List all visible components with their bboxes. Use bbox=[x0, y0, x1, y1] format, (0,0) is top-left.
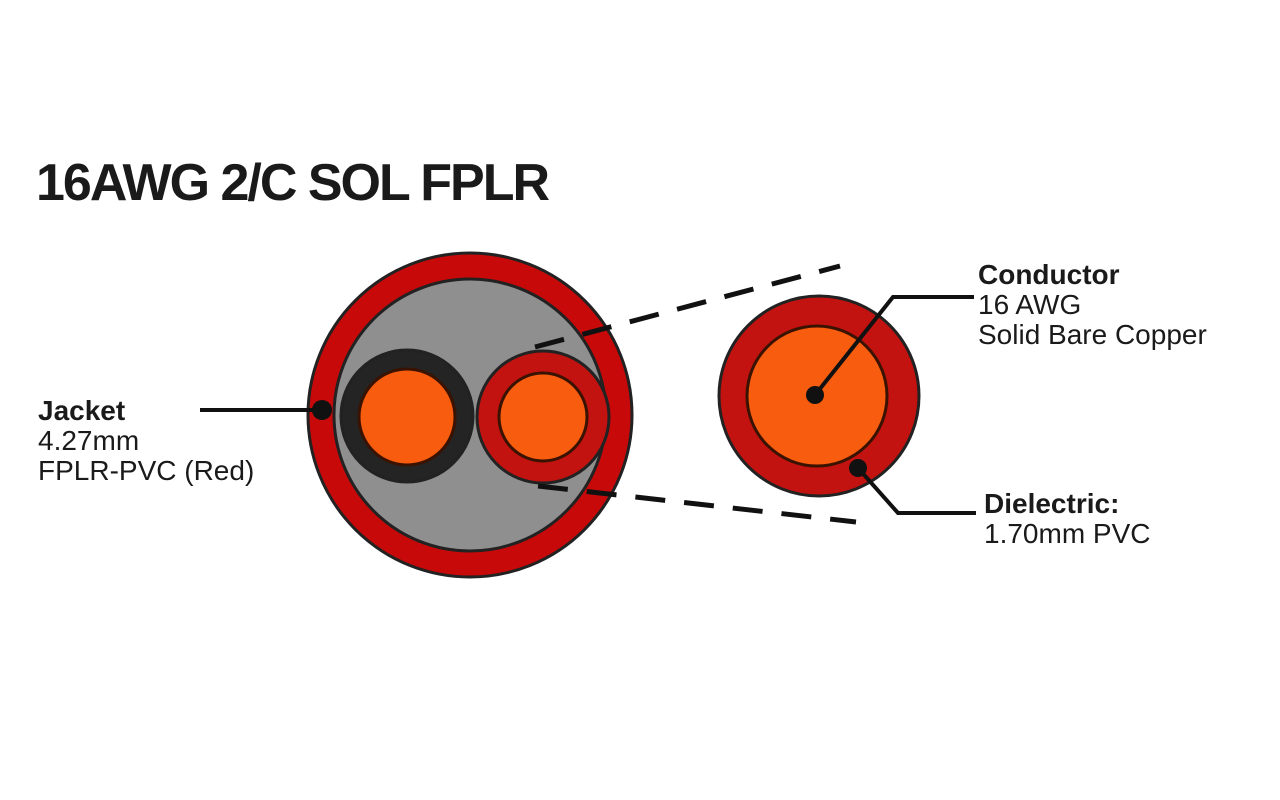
conductor-label-gauge: 16 AWG bbox=[978, 289, 1082, 320]
conductor-anchor-dot bbox=[806, 386, 824, 404]
conductor-label-name: Conductor bbox=[978, 259, 1120, 290]
jacket-callout bbox=[200, 400, 332, 420]
conductor-right bbox=[475, 349, 611, 485]
conductor-leader-line bbox=[813, 295, 974, 397]
zoom-guide-bottom bbox=[537, 483, 857, 525]
page-title: 16AWG 2/C SOL FPLR bbox=[36, 154, 550, 212]
conductor-left-core bbox=[357, 367, 457, 467]
conductor-callout bbox=[806, 295, 974, 404]
jacket-label-name: Jacket bbox=[38, 395, 126, 426]
cable-cross-section bbox=[306, 251, 634, 579]
dielectric-leader-line bbox=[856, 466, 976, 515]
dielectric-label-spec: 1.70mm PVC bbox=[984, 518, 1151, 549]
jacket-label-size: 4.27mm bbox=[38, 425, 140, 456]
jacket-label-material: FPLR-PVC (Red) bbox=[38, 455, 255, 486]
dielectric-callout bbox=[849, 459, 976, 515]
conductor-label: Conductor 16 AWG Solid Bare Copper bbox=[978, 260, 1207, 350]
zoom-guide-top bbox=[534, 263, 841, 350]
conductor-left bbox=[339, 348, 475, 484]
dielectric-anchor-dot bbox=[849, 459, 867, 477]
dielectric-label: Dielectric: 1.70mm PVC bbox=[984, 489, 1151, 549]
dielectric-label-name: Dielectric: bbox=[984, 488, 1120, 519]
conductor-label-material: Solid Bare Copper bbox=[978, 319, 1207, 350]
jacket-anchor-dot bbox=[312, 400, 332, 420]
conductor-right-core bbox=[497, 371, 589, 463]
jacket-label: Jacket 4.27mm FPLR-PVC (Red) bbox=[38, 396, 254, 486]
